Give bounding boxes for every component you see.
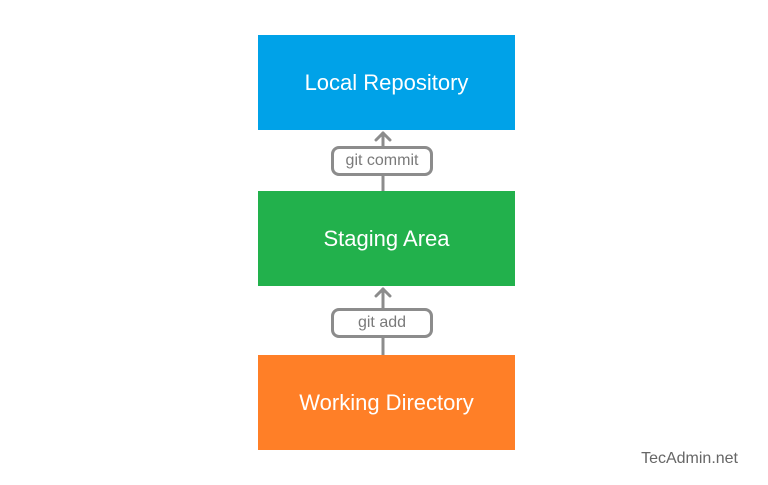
arrow-working-to-staging-head bbox=[374, 287, 392, 298]
staging-area-box: Staging Area bbox=[258, 191, 515, 286]
staging-area-label: Staging Area bbox=[323, 225, 450, 251]
local-repository-label: Local Repository bbox=[304, 69, 469, 95]
git-add-label: git add bbox=[331, 308, 433, 338]
watermark: TecAdmin.net bbox=[641, 450, 738, 467]
working-directory-box: Working Directory bbox=[258, 355, 515, 450]
git-commit-text: git commit bbox=[345, 152, 419, 169]
git-add-text: git add bbox=[357, 314, 407, 331]
git-commit-label: git commit bbox=[331, 146, 433, 176]
working-directory-label: Working Directory bbox=[299, 389, 474, 415]
local-repository-box: Local Repository bbox=[258, 35, 515, 130]
arrow-staging-to-local-head bbox=[374, 131, 392, 142]
